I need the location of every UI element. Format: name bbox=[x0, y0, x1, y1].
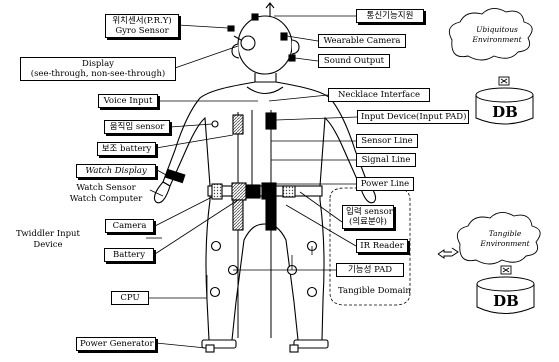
functional-pad-label: 기능성 PAD bbox=[336, 263, 404, 277]
gyro-sensor-icon bbox=[227, 25, 235, 32]
voice-input-label: Voice Input bbox=[98, 94, 158, 108]
power-generator-icon bbox=[205, 344, 215, 353]
cloud-shape bbox=[448, 8, 533, 61]
aux-battery-label: 보조 battery bbox=[97, 142, 156, 156]
power-line-label: Power Line bbox=[356, 177, 414, 191]
left-hand bbox=[153, 181, 171, 204]
leg-sensor-icon bbox=[210, 240, 222, 252]
antenna-tip-icon bbox=[265, 2, 275, 9]
lower-pad-icon bbox=[265, 199, 277, 231]
camera-belt-icon bbox=[211, 183, 223, 200]
belt-small-icon bbox=[282, 185, 296, 198]
leg-sensor-icon bbox=[209, 286, 221, 298]
eye-display-icon bbox=[240, 35, 256, 51]
body-outline bbox=[162, 81, 368, 341]
ubiquitous-environment-label: Ubiquitous Environment bbox=[472, 25, 522, 44]
twiddler-input-label: Twiddler Input Device bbox=[16, 229, 80, 250]
db-top-label: DB bbox=[492, 103, 518, 121]
input-sensor-label: 입력 sensor (의료분야) bbox=[342, 205, 394, 229]
bidirectional-arrow-icon bbox=[437, 247, 459, 259]
db-link-icons bbox=[498, 76, 512, 275]
watch-display-label: Watch Display bbox=[76, 164, 156, 178]
battery-label: Battery bbox=[104, 248, 154, 262]
cpu-belt-icon bbox=[245, 184, 261, 199]
right-foot bbox=[293, 339, 329, 349]
signal-line-label: Signal Line bbox=[356, 153, 416, 167]
cpu-label: CPU bbox=[111, 291, 149, 305]
input-pad-icon bbox=[265, 112, 277, 130]
tangible-environment-label: Tangible Environment bbox=[480, 229, 530, 248]
watch-sensor-computer-label: Watch Sensor Watch Computer bbox=[69, 183, 143, 204]
right-ear bbox=[291, 39, 300, 55]
database-top bbox=[475, 87, 534, 125]
database-bottom bbox=[476, 276, 535, 314]
input-device-label: Input Device(Input PAD) bbox=[357, 110, 469, 124]
belt-module-icon bbox=[261, 182, 277, 200]
motion-sensor-icon bbox=[211, 120, 219, 128]
human-figure bbox=[153, 2, 377, 353]
tangible-domain-boundary bbox=[329, 187, 411, 306]
head-sensor-icon bbox=[251, 13, 259, 21]
ir-reader-label: IR Reader bbox=[356, 239, 408, 253]
position-gyro-sensor-label: 위치센서(P.R.Y) Gyro Sensor bbox=[105, 14, 179, 38]
tangible-domain-label: Tangible Domain bbox=[338, 286, 411, 296]
tangible-cloud bbox=[456, 212, 541, 265]
display-label: Display (see-through, non-see-through) bbox=[20, 57, 176, 81]
camera-label: Camera bbox=[105, 219, 154, 233]
battery-belt-icon bbox=[231, 182, 247, 201]
ubiquitous-cloud bbox=[448, 8, 533, 61]
collar-line bbox=[246, 86, 284, 95]
db-bottom-label: DB bbox=[493, 292, 519, 310]
motion-sensor-label: 움직임 sensor bbox=[104, 120, 170, 134]
watch-icon bbox=[164, 168, 186, 184]
lower-battery-icon bbox=[232, 199, 244, 231]
power-generator-label: Power Generator bbox=[76, 337, 156, 351]
wearable-camera-label: Wearable Camera bbox=[318, 34, 406, 48]
connector-lines bbox=[146, 15, 411, 349]
sound-output-label: Sound Output bbox=[318, 54, 390, 68]
comm-support-label: 통신기능지원 bbox=[356, 9, 424, 23]
cloud-shape bbox=[456, 212, 541, 265]
aux-battery-icon bbox=[232, 114, 244, 135]
wearable-camera-icon bbox=[280, 32, 288, 41]
leg-sensor-icon bbox=[306, 286, 318, 298]
sound-output-icon bbox=[288, 54, 296, 62]
necklace-interface-label: Necklace Interface bbox=[328, 88, 430, 102]
sensor-line-label: Sensor Line bbox=[356, 134, 418, 148]
